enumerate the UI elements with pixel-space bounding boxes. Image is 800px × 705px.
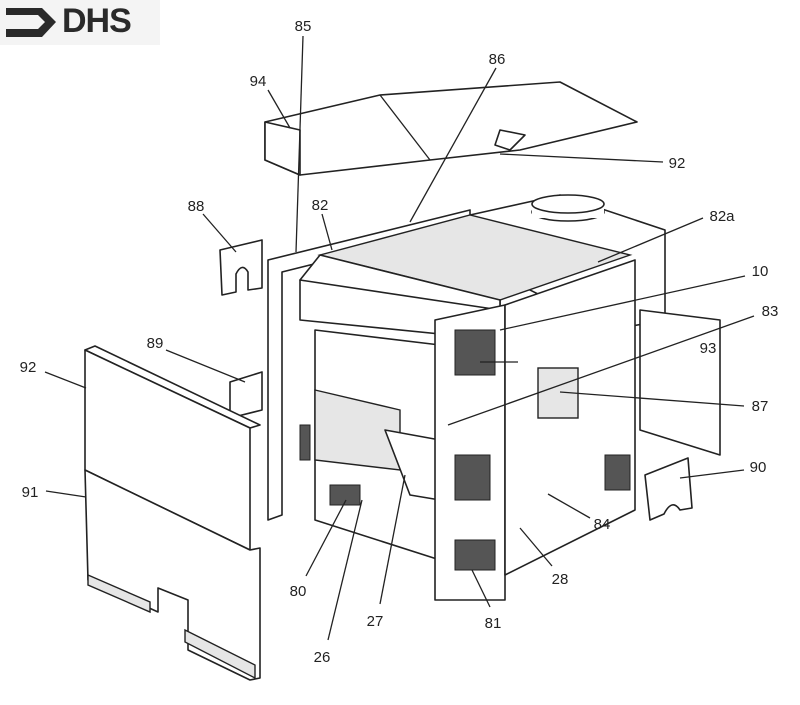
top-cover-94 bbox=[264, 81, 638, 176]
label-90: 90 bbox=[750, 459, 767, 476]
label-92-left: 92 bbox=[20, 359, 37, 376]
label-83: 83 bbox=[762, 303, 779, 320]
label-89: 89 bbox=[147, 335, 164, 352]
label-26: 26 bbox=[314, 649, 331, 666]
leader-lines bbox=[44, 35, 755, 641]
dhs-logo: DHS bbox=[0, 0, 160, 45]
boiler-body bbox=[299, 214, 636, 601]
label-84: 84 bbox=[594, 516, 611, 533]
front-panel-91 bbox=[84, 469, 261, 681]
label-27: 27 bbox=[367, 613, 384, 630]
label-86: 86 bbox=[489, 51, 506, 68]
label-82a: 82a bbox=[709, 208, 735, 225]
front-panel-92 bbox=[84, 345, 261, 551]
bracket-88 bbox=[219, 239, 263, 296]
label-10: 10 bbox=[752, 263, 769, 280]
label-94: 94 bbox=[250, 73, 267, 90]
label-28: 28 bbox=[552, 571, 569, 588]
label-85: 85 bbox=[295, 18, 312, 35]
label-93: 93 bbox=[700, 340, 717, 357]
label-82: 82 bbox=[312, 197, 329, 214]
logo-text: DHS bbox=[62, 2, 132, 40]
label-92-top: 92 bbox=[669, 155, 686, 172]
back-panel-85 bbox=[267, 209, 471, 521]
label-87: 87 bbox=[752, 398, 769, 415]
arrow-right-icon bbox=[6, 8, 56, 37]
side-panel-93 bbox=[639, 309, 721, 456]
label-91: 91 bbox=[22, 484, 39, 501]
label-80: 80 bbox=[290, 583, 307, 600]
plate-89 bbox=[229, 371, 263, 419]
label-88: 88 bbox=[188, 198, 205, 215]
label-81: 81 bbox=[485, 615, 502, 632]
plate-90 bbox=[644, 457, 693, 521]
